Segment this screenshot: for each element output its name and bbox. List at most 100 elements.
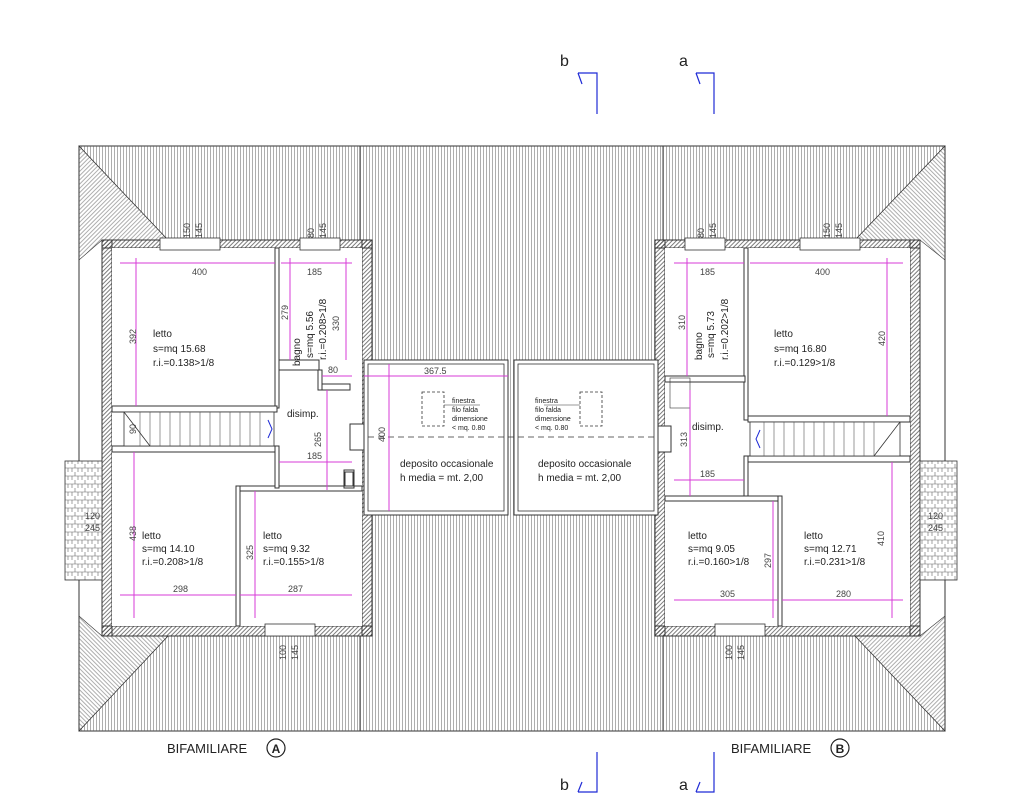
stairs-a [123, 411, 275, 447]
stone-terrace-a [64, 460, 103, 581]
section-label-a-bottom: a [679, 777, 688, 794]
room-ratio: r.i.=0.202>1/8 [720, 298, 731, 360]
house-b-labels: bagno s=mq 5.73 r.i.=0.202>1/8 letto s=m… [677, 223, 943, 758]
room-label: disimp. [287, 409, 319, 420]
dim-label: 313 [679, 432, 689, 447]
room-area: s=mq 12.71 [804, 544, 857, 555]
dim-label: 305 [720, 589, 735, 599]
dim-label: 150 [822, 223, 832, 238]
window-note: filo falda [452, 407, 478, 414]
room-label: letto [774, 329, 793, 340]
dim-label: 185 [307, 451, 322, 461]
room-label: bagno [292, 338, 303, 366]
dim-label: 145 [736, 645, 746, 660]
deposito-height: h media = mt. 2,00 [538, 473, 622, 484]
room-label: letto [142, 531, 161, 542]
house-b-plan [654, 237, 921, 637]
room-ratio: r.i.=0.208>1/8 [142, 557, 204, 568]
dim-label: 400 [192, 267, 207, 277]
window-note: dimensione [535, 416, 571, 423]
dim-label: 185 [700, 469, 715, 479]
window-note: < mq. 0.80 [535, 425, 568, 432]
section-label-a-top: a [679, 53, 688, 70]
dim-label: 90 [128, 424, 138, 434]
room-label: letto [804, 531, 823, 542]
house-b-badge: B [836, 742, 845, 756]
stone-terrace-b [919, 460, 958, 581]
dim-label: 80 [328, 365, 338, 375]
dim-label: 185 [700, 267, 715, 277]
dim-label: 297 [763, 553, 773, 568]
section-marks: b a b a [560, 53, 715, 794]
room-ratio: r.i.=0.129>1/8 [774, 358, 836, 369]
dim-label: 330 [331, 316, 341, 331]
window-note: dimensione [452, 416, 488, 423]
room-label: disimp. [692, 422, 724, 433]
deposito-height: h media = mt. 2,00 [400, 473, 484, 484]
dim-label: 280 [836, 589, 851, 599]
room-label: bagno [694, 332, 705, 360]
dim-label: 245 [928, 523, 943, 533]
dim-label: 279 [280, 305, 290, 320]
room-ratio: r.i.=0.160>1/8 [688, 557, 750, 568]
dim-label: 438 [128, 526, 138, 541]
section-label-b-top: b [560, 53, 569, 70]
deposito-label: deposito occasionale [400, 459, 494, 470]
room-area: s=mq 5.56 [305, 311, 316, 358]
dim-label: 145 [318, 223, 328, 238]
dim-label: 145 [834, 223, 844, 238]
house-a-labels: letto s=mq 15.68 r.i.=0.138>1/8 bagno s=… [85, 223, 341, 758]
house-a-plan [101, 237, 373, 637]
room-area: s=mq 15.68 [153, 344, 206, 355]
dim-label: 145 [708, 223, 718, 238]
window-note: < mq. 0.80 [452, 425, 485, 432]
room-label: letto [688, 531, 707, 542]
deposito-label: deposito occasionale [538, 459, 632, 470]
dim-label: 420 [877, 331, 887, 346]
house-b-title: BIFAMILIARE [731, 741, 812, 756]
dim-label: 145 [290, 645, 300, 660]
dim-label: 80 [306, 228, 316, 238]
room-area: s=mq 5.73 [706, 311, 717, 358]
room-ratio: r.i.=0.231>1/8 [804, 557, 866, 568]
section-label-b-bottom: b [560, 777, 569, 794]
dim-label: 185 [307, 267, 322, 277]
dimension-lines [120, 258, 903, 618]
window-note: finestra [452, 398, 475, 405]
room-area: s=mq 16.80 [774, 344, 827, 355]
dim-label: 325 [245, 545, 255, 560]
room-ratio: r.i.=0.138>1/8 [153, 358, 215, 369]
dim-label: 100 [278, 645, 288, 660]
room-area: s=mq 9.05 [688, 544, 735, 555]
dim-label: 410 [876, 531, 886, 546]
dim-label: 245 [85, 523, 100, 533]
dim-label: 400 [377, 427, 387, 442]
room-area: s=mq 14.10 [142, 544, 195, 555]
dim-label: 265 [313, 432, 323, 447]
house-a-title: BIFAMILIARE [167, 741, 248, 756]
dim-label: 310 [677, 315, 687, 330]
window-note: filo falda [535, 407, 561, 414]
dim-label: 120 [928, 511, 943, 521]
dim-label: 367.5 [424, 366, 447, 376]
room-area: s=mq 9.32 [263, 544, 310, 555]
window-note: finestra [535, 398, 558, 405]
dim-label: 298 [173, 584, 188, 594]
dim-label: 392 [128, 329, 138, 344]
dim-label: 287 [288, 584, 303, 594]
dim-label: 100 [724, 645, 734, 660]
dim-label: 150 [182, 223, 192, 238]
room-label: letto [263, 531, 282, 542]
dim-label: 145 [194, 223, 204, 238]
deposito-area [363, 359, 659, 516]
stairs-b [749, 421, 901, 457]
room-label: letto [153, 329, 172, 340]
room-ratio: r.i.=0.208>1/8 [318, 298, 329, 360]
deposito-labels: deposito occasionale h media = mt. 2,00 … [377, 366, 632, 484]
room-ratio: r.i.=0.155>1/8 [263, 557, 325, 568]
dim-label: 80 [696, 228, 706, 238]
dim-label: 120 [85, 511, 100, 521]
house-a-badge: A [272, 742, 281, 756]
dim-label: 400 [815, 267, 830, 277]
